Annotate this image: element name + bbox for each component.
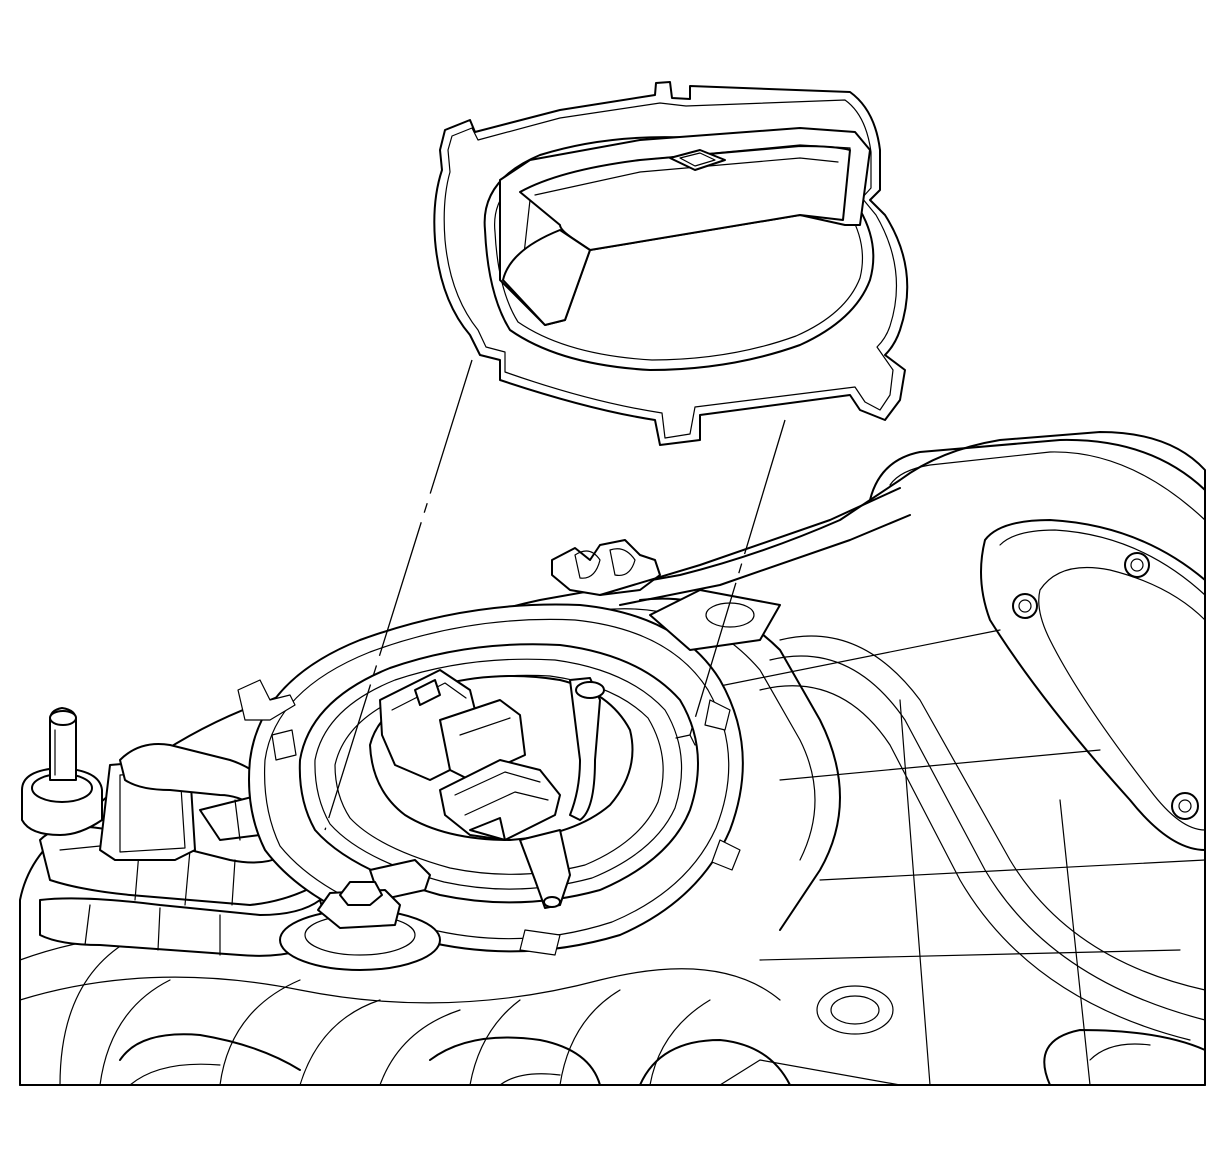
electrical-connectors xyxy=(379,669,561,841)
fuel-lines xyxy=(21,707,341,957)
lock-ring-removal-tool xyxy=(433,81,909,446)
line-retainer-clip xyxy=(551,487,911,651)
fuel-pump-module xyxy=(237,603,744,971)
alignment-guide-lines xyxy=(324,359,786,831)
ring-tab-indicator xyxy=(675,734,696,746)
